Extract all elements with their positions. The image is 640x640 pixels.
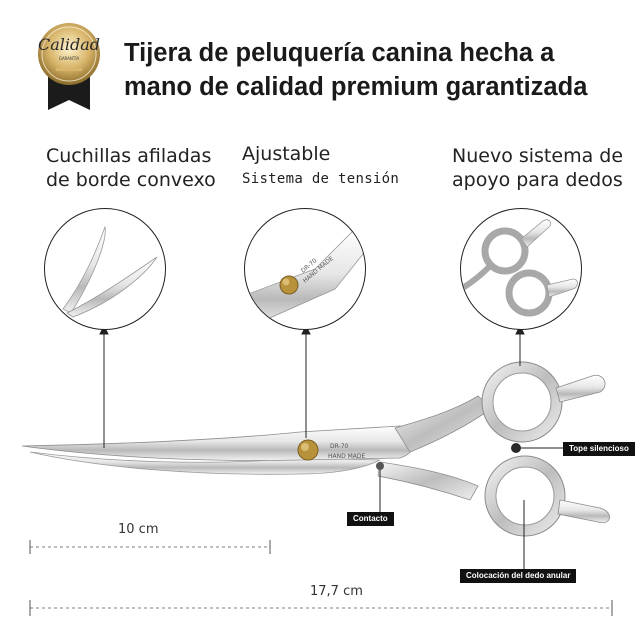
engraving-label: HAND MADE <box>328 453 366 460</box>
upper-shank <box>394 395 493 453</box>
badge-small-text: GARANTÍA <box>59 56 80 61</box>
feature-convex-blades: Cuchillas afiladas de borde convexo <box>46 144 216 192</box>
detail-circle-tension: DR-70 HAND MADE <box>244 208 366 330</box>
tension-detail-metal <box>245 228 365 329</box>
callout-colocacion-anular: Colocación del dedo anular <box>460 569 577 583</box>
finger-rest-upper-tang <box>520 219 551 248</box>
detail-circle-finger-rest <box>460 208 582 330</box>
lower-shank <box>377 461 479 501</box>
lower-tang <box>557 499 610 524</box>
blade-detail-lower <box>66 256 158 318</box>
feature-tension-system: Sistema de tensión <box>242 171 400 187</box>
upper-finger-ring <box>481 361 563 443</box>
badge-script-text: Calidad <box>38 35 100 54</box>
quality-badge: Calidad GARANTÍA <box>38 23 100 110</box>
lower-blade <box>29 451 381 475</box>
tension-screw <box>279 275 299 295</box>
finger-rest-lower-ring <box>505 269 553 317</box>
measure-label-short: 10 cm <box>118 522 159 537</box>
finger-rest-upper-ring <box>481 227 529 275</box>
contact-point <box>376 462 384 470</box>
pivot-screw <box>297 439 319 461</box>
upper-blade <box>21 425 416 461</box>
detail-circle-blade <box>44 208 166 330</box>
headline: Tijera de peluquería canina hecha a mano… <box>124 39 588 101</box>
feature-line: apoyo para dedos <box>452 169 623 191</box>
silent-stopper <box>511 443 521 453</box>
measure-label-long: 17,7 cm <box>310 584 363 599</box>
feature-line: Nuevo sistema de <box>452 145 624 167</box>
callout-tope-silencioso: Tope silencioso <box>563 442 635 456</box>
badge-medal <box>38 23 100 85</box>
feature-adjustable: Ajustable <box>242 143 331 165</box>
feature-line: de borde convexo <box>46 169 216 191</box>
finger-rest-lower-tang <box>546 278 578 298</box>
upper-tang <box>555 374 606 403</box>
feature-finger-rest: Nuevo sistema de apoyo para dedos <box>452 144 623 192</box>
feature-line: Cuchillas afiladas <box>46 145 212 167</box>
lower-finger-ring <box>484 455 566 537</box>
callout-contacto: Contacto <box>347 512 394 526</box>
engraving-model: DR-70 <box>330 443 349 450</box>
blade-detail-upper <box>62 225 106 314</box>
